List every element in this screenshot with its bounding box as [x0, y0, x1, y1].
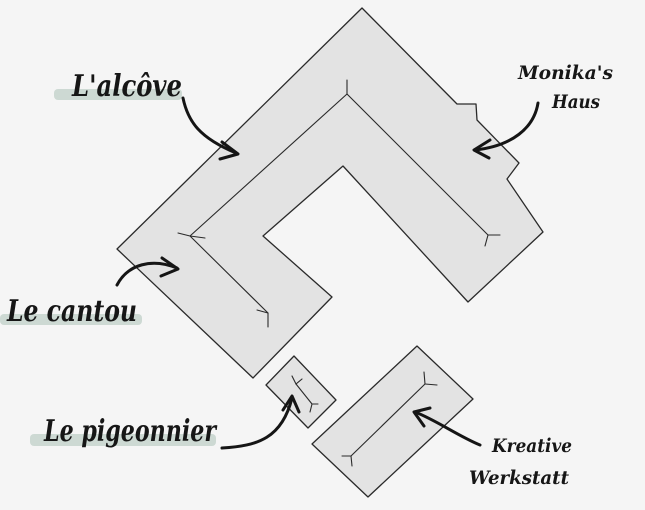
ridge-mark-3	[189, 235, 206, 239]
pigeonnier-ridge	[295, 383, 313, 405]
werkstatt-arrow	[412, 406, 482, 447]
alcove-highlight	[54, 89, 182, 100]
monika-arrow	[472, 101, 540, 160]
ridge-mark-7	[484, 234, 489, 247]
pigeonnier-arrow-head	[281, 394, 301, 414]
canton-arrow	[115, 256, 180, 287]
label-canton: Le cantou	[6, 294, 137, 329]
main-building-ridge	[189, 93, 489, 314]
ridge-mark-2	[177, 232, 191, 237]
werkstatt-building[interactable]	[311, 345, 474, 498]
werkstatt-mark-4	[350, 455, 353, 467]
werkstatt-footprint[interactable]	[311, 345, 474, 498]
label-alcove: L'alcôve	[71, 69, 182, 104]
pigeonnier-mark-1	[291, 375, 297, 385]
ridge-mark-4	[256, 309, 269, 314]
pigeonnier-arrow-shaft	[220, 396, 294, 450]
main-building[interactable]	[116, 7, 544, 379]
label-werkstatt-line1: Kreative	[491, 435, 572, 457]
pigeonnier-footprint[interactable]	[265, 355, 337, 429]
pigeonnier-mark-2	[295, 378, 303, 385]
canton-arrow-shaft	[115, 261, 179, 287]
alcove-arrow	[181, 96, 240, 161]
label-monika-line1: Monika's	[517, 62, 613, 84]
werkstatt-mark-1	[423, 371, 426, 385]
label-werkstatt-line2: Werkstatt	[469, 467, 569, 489]
werkstatt-mark-2	[424, 383, 438, 386]
werkstatt-ridge	[350, 383, 426, 457]
label-pigeonnier: Le pigeonnier	[43, 414, 217, 449]
pigeonnier-mark-4	[309, 403, 313, 413]
werkstatt-arrow-shaft	[413, 410, 482, 447]
alcove-arrow-head	[218, 140, 240, 161]
monika-arrow-shaft	[473, 101, 540, 152]
werkstatt-arrow-head	[412, 406, 432, 428]
main-building-footprint[interactable]	[116, 7, 544, 379]
canton-arrow-head	[159, 256, 180, 278]
monika-arrow-head	[472, 138, 492, 160]
pigeonnier-arrow	[220, 394, 301, 450]
pigeonnier-building[interactable]	[265, 355, 337, 429]
canton-highlight	[0, 314, 142, 325]
label-monika-line2: Haus	[551, 91, 600, 113]
pigeonnier-highlight	[30, 434, 216, 446]
alcove-arrow-shaft	[181, 96, 238, 155]
